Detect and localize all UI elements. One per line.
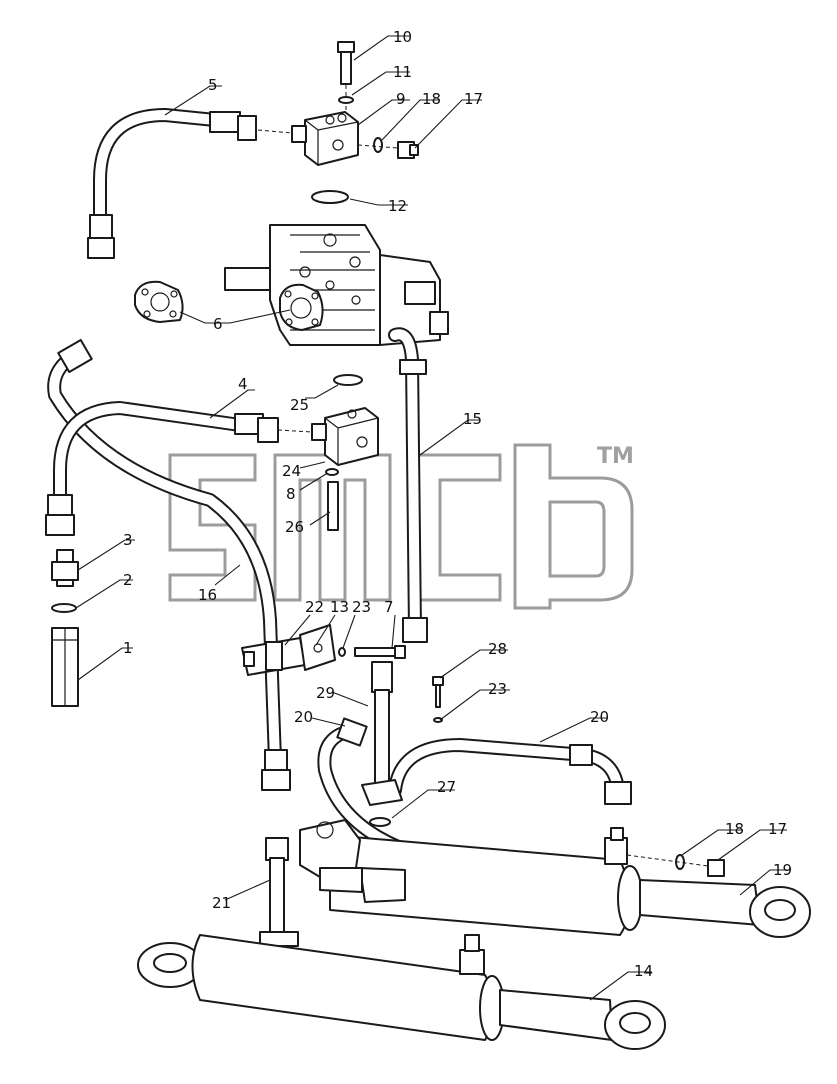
callout-29: 29 [316, 684, 335, 702]
adapter-3 [51, 549, 79, 587]
callout-labels: 10 11 9 18 17 5 12 6 4 25 15 24 8 26 3 2… [123, 28, 792, 980]
hose-20-right [388, 738, 632, 805]
callout-9: 9 [396, 90, 406, 108]
callout-7: 7 [384, 598, 394, 616]
washer-2 [51, 603, 77, 613]
clamp-22 [241, 637, 306, 676]
leader-lines [75, 35, 790, 1001]
callout-23-lower: 23 [488, 680, 507, 698]
callout-24: 24 [282, 462, 301, 480]
o-ring-25 [333, 374, 363, 386]
callout-17-top: 17 [464, 90, 483, 108]
bolt-26 [327, 481, 339, 531]
hydraulic-cylinder-19 [329, 827, 811, 938]
callout-23-upper: 23 [352, 598, 371, 616]
callout-15: 15 [463, 410, 482, 428]
bolt-10 [337, 41, 355, 112]
coupling-1 [51, 627, 79, 707]
callout-18-bottom: 18 [725, 820, 744, 838]
watermark-logo: TM [168, 443, 634, 610]
callout-1: 1 [123, 639, 133, 657]
o-ring-18-top [373, 137, 383, 153]
callout-16: 16 [198, 586, 217, 604]
tube-29 [361, 661, 403, 806]
callout-6: 6 [213, 315, 223, 333]
o-ring-12 [311, 190, 349, 204]
washer-11 [338, 96, 354, 104]
callout-20-right: 20 [590, 708, 609, 726]
callout-2: 2 [123, 571, 133, 589]
callout-13: 13 [330, 598, 349, 616]
flange-6-right [279, 283, 324, 331]
callout-27: 27 [437, 778, 456, 796]
flange-6-left [134, 280, 184, 323]
plug-17-bottom [626, 854, 725, 877]
callout-28: 28 [488, 640, 507, 658]
hose-15 [388, 327, 428, 643]
adapter-block-9 [257, 111, 359, 166]
callout-10: 10 [393, 28, 412, 46]
washer-8 [325, 468, 339, 476]
hose-5 [87, 108, 257, 259]
plate-13 [299, 624, 336, 671]
control-valve-body [224, 224, 449, 346]
callout-22: 22 [305, 598, 324, 616]
plug-17-top [357, 141, 419, 159]
callout-18-top: 18 [422, 90, 441, 108]
tube-21 [259, 837, 299, 947]
screw-28 [432, 676, 444, 723]
callout-21: 21 [212, 894, 231, 912]
bolt-7 [354, 645, 406, 659]
callout-26: 26 [285, 518, 304, 536]
adapter-block-24 [277, 407, 379, 466]
callout-14: 14 [634, 962, 653, 980]
callout-12: 12 [388, 197, 407, 215]
hose-16 [47, 338, 291, 791]
callout-20-left: 20 [294, 708, 313, 726]
trademark-mark: TM [597, 444, 634, 469]
callout-19: 19 [773, 861, 792, 879]
callout-8: 8 [286, 485, 296, 503]
hose-4 [45, 401, 279, 536]
callout-3: 3 [123, 531, 133, 549]
callout-11: 11 [393, 63, 412, 81]
washer-27 [369, 817, 391, 827]
hydraulic-cylinder-14 [137, 934, 666, 1050]
distributor-block [299, 819, 406, 903]
callout-25: 25 [290, 396, 309, 414]
callout-17-bottom: 17 [768, 820, 787, 838]
washer-23-left [338, 647, 346, 657]
callout-5: 5 [208, 76, 218, 94]
callout-4: 4 [238, 375, 248, 393]
